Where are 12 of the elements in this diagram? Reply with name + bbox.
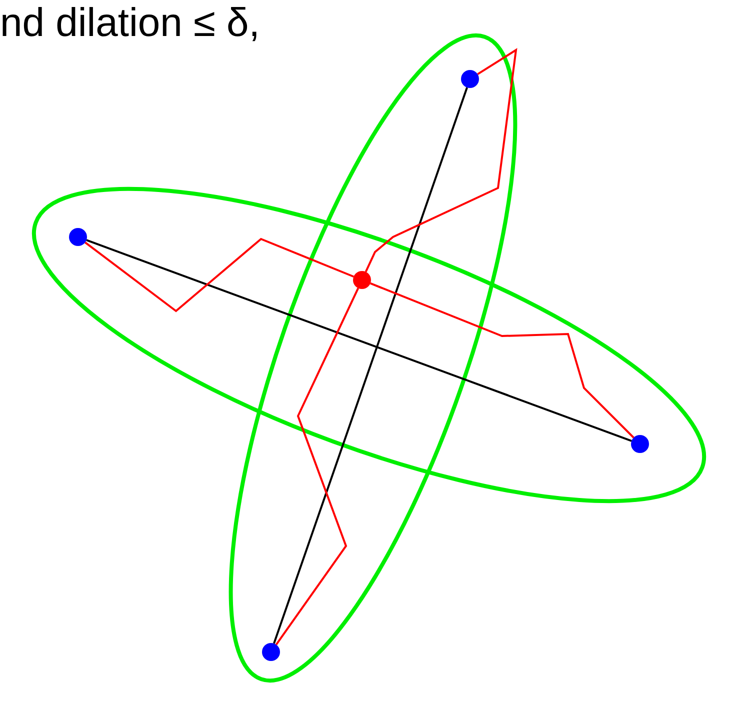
point-dot [262, 643, 280, 661]
point-dot [353, 271, 371, 289]
point-dot [461, 70, 479, 88]
point-dot [69, 228, 87, 246]
zigzag-path [364, 48, 518, 272]
caption-text: nd dilation ≤ δ, [0, 0, 260, 46]
zigzag-path [84, 238, 354, 312]
zigzag-path [275, 288, 360, 646]
zigzag-path [370, 282, 634, 438]
straight-line [86, 239, 632, 442]
point-dot [631, 435, 649, 453]
straight-line [273, 87, 468, 644]
